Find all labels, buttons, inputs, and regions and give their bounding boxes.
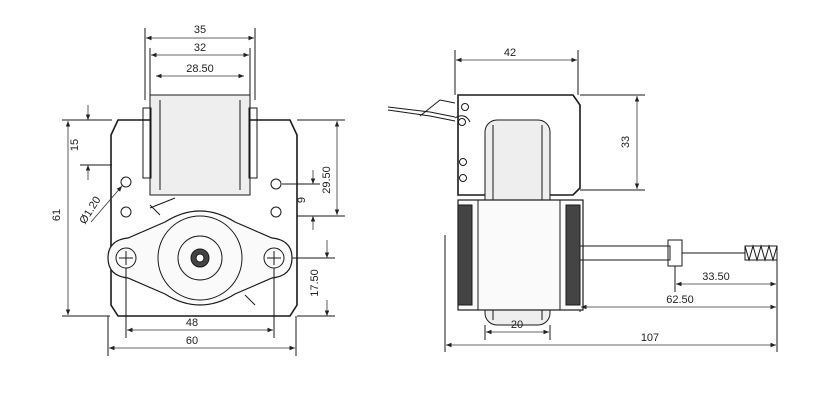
coil-flange-right [248,107,258,179]
dim-33-50: 33.50 [702,271,730,283]
side-view: 42 33 33.50 62.50 20 107 [387,47,778,352]
mounting-plate [457,94,581,196]
coil-flange-left [142,107,152,179]
bearing-outer [157,215,243,301]
dim-33: 33 [620,136,632,148]
lamination-stack [457,199,584,311]
mount-hole-right-2 [270,206,282,218]
dim-28-50: 28.50 [186,63,214,75]
mount-hole-left [120,176,132,188]
top-coil [149,94,251,196]
mount-hole-right [270,178,282,190]
dim-17-50: 17.50 [309,269,321,297]
bearing-mid [177,235,223,281]
dim-61: 61 [51,209,63,221]
dim-60: 60 [186,335,198,347]
bearing-cap-right [565,204,581,306]
stator-frame [110,119,298,317]
dim-20: 20 [511,319,523,331]
dim-48: 48 [186,317,198,329]
bearing-cap-left [457,204,473,306]
dim-107: 107 [641,332,659,344]
dim-62-50: 62.50 [666,294,694,306]
dim-35: 35 [194,24,206,36]
dim-42: 42 [504,47,516,59]
dim-9: 9 [296,197,308,203]
mount-hole-left-2 [120,206,132,218]
threaded-end [744,244,778,262]
lead-wires [387,99,456,122]
dim-32: 32 [194,42,206,54]
front-view: 35 32 28.50 15 61 Ø1.20 29.50 9 [51,24,345,356]
dim-15: 15 [69,139,81,151]
shaft-side [579,245,671,261]
dim-29-50: 29.50 [321,166,333,194]
dim-hole-diameter: Ø1.20 [77,195,103,227]
